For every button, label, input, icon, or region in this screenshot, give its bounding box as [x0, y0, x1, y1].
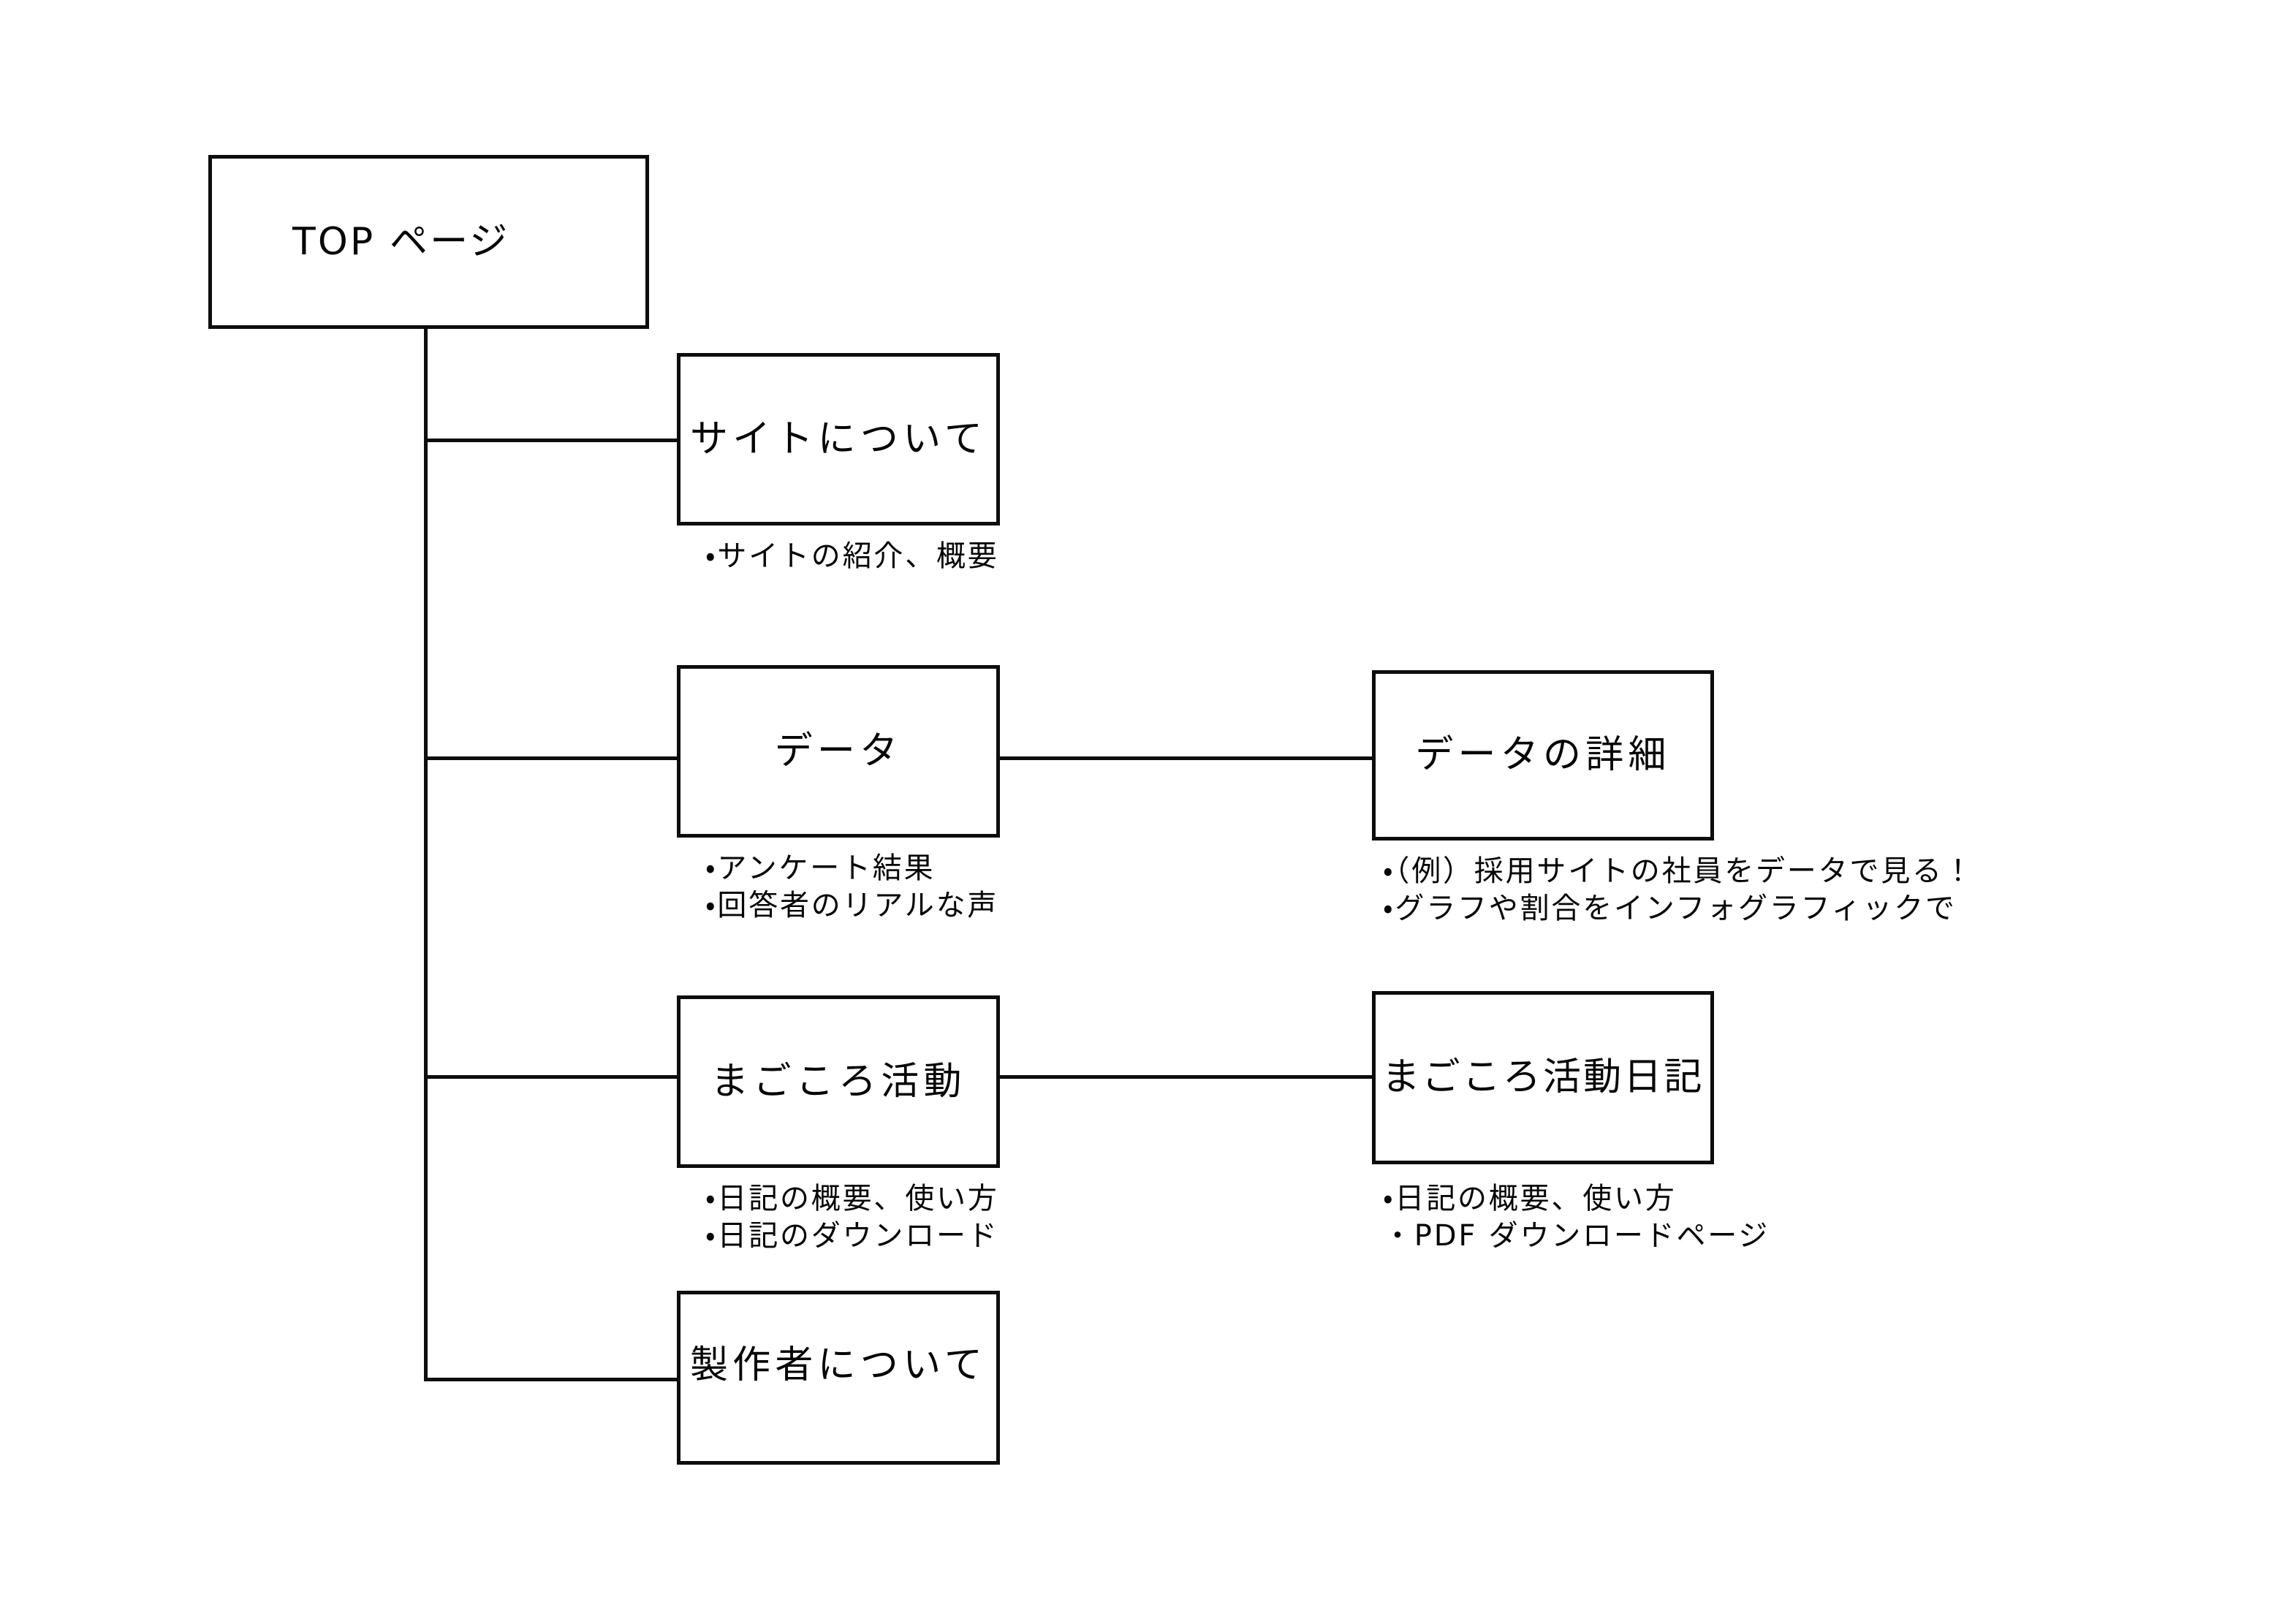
branch-connector-about-site	[424, 439, 678, 442]
node-label-magokoro: まごころ活動	[710, 1059, 966, 1104]
trunk-connector-vertical	[424, 329, 428, 1381]
notes-about-site: ・サイトの紹介、概要	[705, 538, 1173, 575]
notes-data-detail: ・（例）採用サイトの社員をデータで見る！ ・グラフや割合をインフォグラフィックで	[1383, 853, 2158, 927]
note-item: ・日記の概要、使い方	[705, 1182, 999, 1215]
note-item: ・日記のダウンロード	[705, 1219, 999, 1253]
notes-magokoro-diary: ・日記の概要、使い方 ・PDF ダウンロードページ	[1383, 1180, 1938, 1255]
note-item: ・グラフや割合をインフォグラフィックで	[1383, 892, 1957, 926]
node-about-author[interactable]: 製作者について	[677, 1291, 1000, 1465]
node-label-about-site: サイトについて	[689, 417, 987, 461]
node-magokoro[interactable]: まごころ活動	[677, 995, 1000, 1168]
note-item: ・回答者のリアルな声	[705, 889, 999, 923]
node-magokoro-diary[interactable]: まごころ活動日記	[1372, 991, 1714, 1164]
node-label-data: データ	[774, 729, 903, 773]
node-label-data-detail: データの詳細	[1415, 733, 1671, 778]
note-item: ・日記の概要、使い方	[1383, 1182, 1677, 1215]
note-item: ・サイトの紹介、概要	[705, 539, 999, 573]
link-connector-magokoro-to-diary	[998, 1075, 1373, 1079]
node-label-magokoro-diary: まごころ活動日記	[1381, 1055, 1705, 1100]
branch-connector-about-author	[424, 1378, 678, 1381]
node-about-site[interactable]: サイトについて	[677, 353, 1000, 525]
note-item: ・PDF ダウンロードページ	[1383, 1219, 1770, 1253]
note-item: ・アンケート結果	[705, 851, 936, 885]
link-connector-data-to-detail	[998, 756, 1373, 760]
notes-magokoro: ・日記の概要、使い方 ・日記のダウンロード	[705, 1180, 1202, 1255]
notes-data: ・アンケート結果 ・回答者のリアルな声	[705, 850, 1188, 925]
node-label-top-page: TOP ページ	[292, 219, 510, 264]
node-label-about-author: 製作者について	[689, 1343, 987, 1387]
node-data-detail[interactable]: データの詳細	[1372, 670, 1714, 841]
branch-connector-data	[424, 756, 678, 760]
note-item: ・（例）採用サイトの社員をデータで見る！	[1383, 854, 1975, 888]
node-top-page[interactable]: TOP ページ	[208, 155, 649, 329]
branch-connector-magokoro	[424, 1075, 678, 1079]
node-data[interactable]: データ	[677, 665, 1000, 838]
